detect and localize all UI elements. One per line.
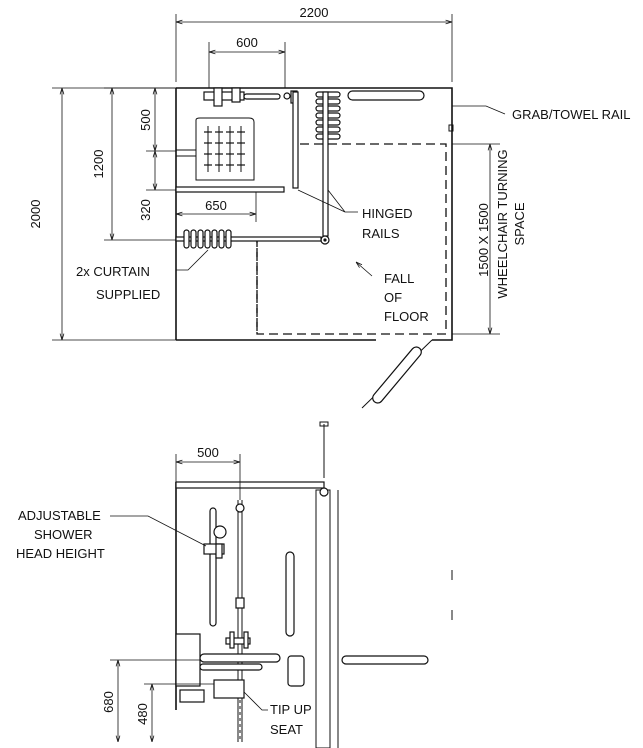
fall-label-3: FLOOR [384,309,429,324]
dim-2200: 2200 [175,5,453,82]
turning-label-1: 1500 X 1500 [476,203,491,277]
hinged-label-1: HINGED [362,206,413,221]
elev-horizontal-grab-rail [341,655,429,665]
dim-650: 650 [176,192,257,222]
dim-500-elev: 500 [175,445,241,500]
hinged-rails-plan [175,91,330,245]
adjustable-leader [110,515,207,547]
fall-label-1: FALL [384,271,414,286]
dim-500-plan: 500 [138,88,176,152]
dim-650-text: 650 [205,198,227,213]
fall-arrow [356,262,373,277]
curtain-leader [176,249,209,271]
dim-1200-text: 1200 [91,150,106,179]
dim-2000-text: 2000 [28,200,43,229]
elev-holder [287,655,305,687]
elev-curtain-rail [175,481,325,489]
dim-2200-text: 2200 [300,5,329,20]
door-grab-rail [372,346,422,404]
turning-label-3: SPACE [512,202,527,245]
dim-2000: 2000 [28,87,176,341]
turning-label-2: WHEELCHAIR TURNING [495,149,510,298]
dim-480: 480 [135,683,214,742]
shower-head [203,507,227,627]
dim-480-text: 480 [135,703,150,725]
shower-riser [225,500,251,742]
fall-label-2: OF [384,290,402,305]
dim-680-text: 680 [101,691,116,713]
grab-towel-rail [347,90,425,101]
adjustable-label-3: HEAD HEIGHT [16,546,105,561]
elevation-view: 500 680 480 ADJUSTABLE SHOWER HEAD HEIGH… [16,421,453,748]
tipup-label-2: SEAT [270,722,303,737]
shower-valve-plan [203,87,298,107]
dim-320-text: 320 [138,199,153,221]
tipup-label-1: TIP UP [270,702,312,717]
dim-600: 600 [208,35,286,88]
curtain-column [315,489,331,748]
grab-rail-leader [452,105,506,115]
dim-320: 320 [138,151,176,221]
hinged-leader [297,189,358,213]
turning-space-outline [256,143,447,335]
hinged-label-2: RAILS [362,226,400,241]
curtain-label-2: SUPPLIED [96,287,160,302]
dim-500-plan-text: 500 [138,109,153,131]
adjustable-label-2: SHOWER [34,527,93,542]
tipup-leader [243,691,268,711]
elev-vertical-grab-rail [285,551,295,637]
dim-680: 680 [101,659,200,742]
dim-turning: 1500 X 1500 WHEELCHAIR TURNING SPACE [452,143,527,335]
plan-view: 2200 600 650 2000 1200 [28,5,630,409]
curtain-plan [175,229,322,249]
tip-up-seat-plan [176,117,255,181]
grab-rail-label: GRAB/TOWEL RAIL [512,107,630,122]
adjustable-label-1: ADJUSTABLE [18,508,101,523]
dim-1200: 1200 [91,87,176,241]
room-outline [176,87,453,341]
curtain-label-1: 2x CURTAIN [76,264,150,279]
dim-600-text: 600 [236,35,258,50]
dim-500-elev-text: 500 [197,445,219,460]
